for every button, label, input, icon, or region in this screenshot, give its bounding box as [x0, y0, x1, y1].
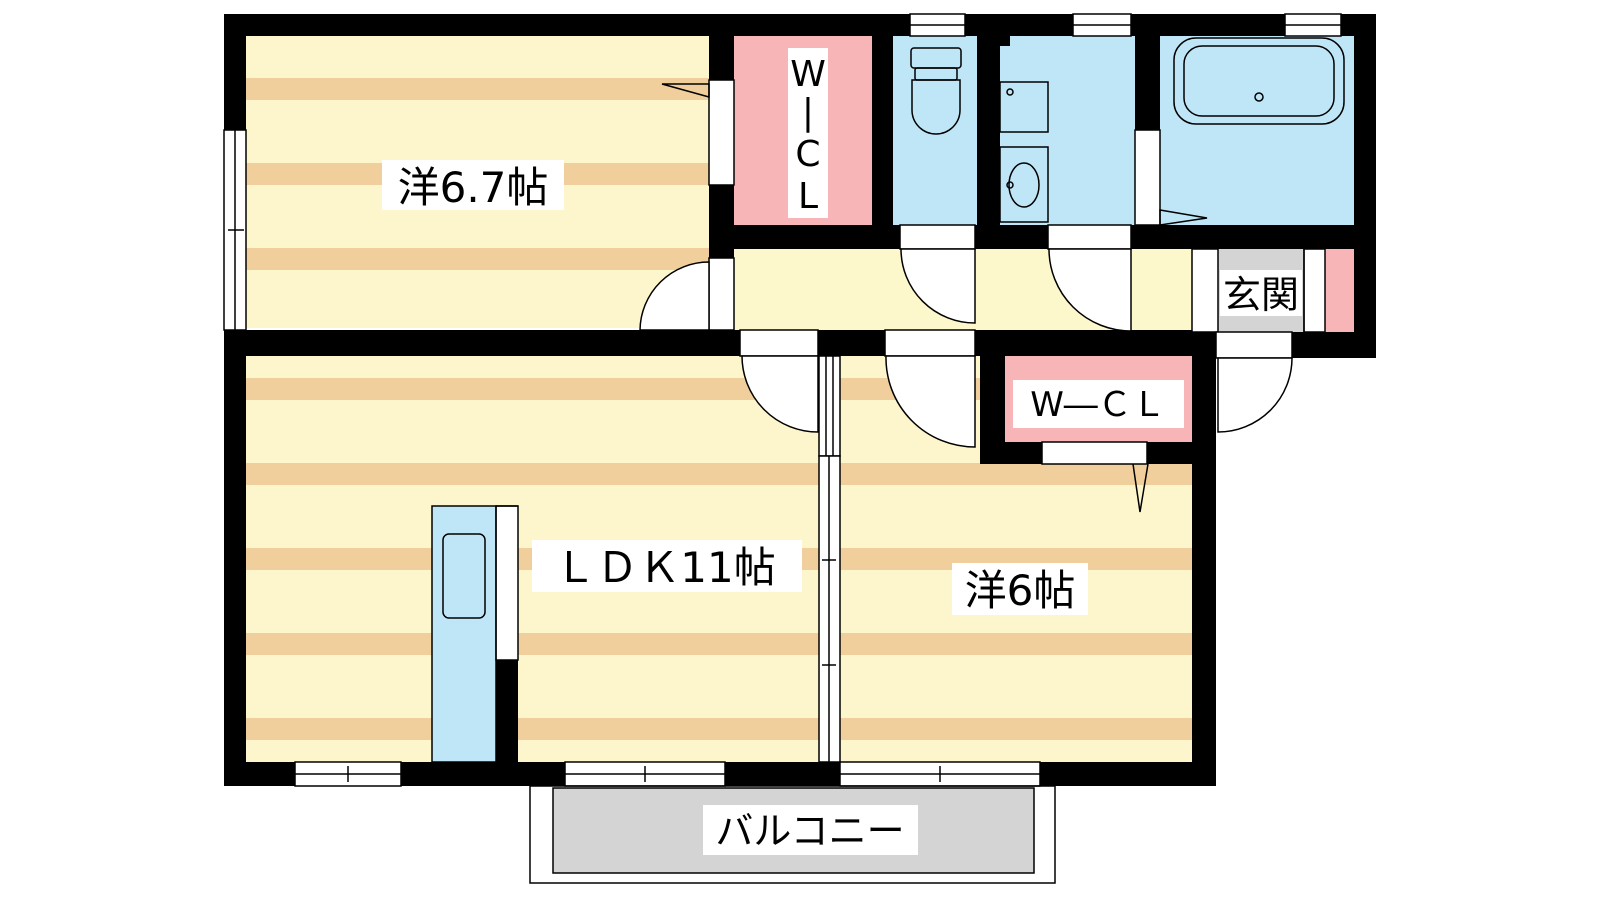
room-label-wcl-a-3: C [795, 134, 820, 175]
bathroom-floor [1160, 36, 1354, 225]
kitchen-counter [432, 506, 496, 762]
room-label-wcl-b: W―ＣＬ [1030, 385, 1166, 425]
room-label-wcl-a-1: W [790, 54, 826, 95]
label-bg [532, 540, 802, 592]
label-bg [1013, 380, 1184, 428]
door-swings [639, 83, 1293, 513]
washroom-floor [1000, 36, 1135, 225]
sink-icon [442, 533, 486, 619]
room-label-wcl-a-2: | [802, 92, 814, 133]
label-bg [703, 805, 918, 855]
toilet-icon [910, 47, 962, 135]
room-label-ldk: ＬＤＫ11帖 [554, 543, 775, 592]
toilet-floor [893, 36, 977, 225]
washbasin-icon [999, 81, 1049, 223]
room-label-balcony: バルコニー [715, 809, 904, 853]
label-bg [382, 160, 564, 210]
room-label-wcl-a-4: L [798, 176, 818, 217]
room-label-western-a: 洋6.7帖 [398, 163, 549, 212]
room-labels: 洋6.7帖 W | C L 玄関 ＬＤＫ11帖 洋6帖 W―ＣＬ バルコニー [382, 48, 1302, 855]
label-bg [788, 48, 828, 218]
fixtures [431, 37, 1345, 884]
shoe-cabinet [1325, 249, 1354, 332]
balcony-outline [529, 785, 1056, 884]
bathtub-icon [1173, 37, 1345, 125]
window-lines [228, 24, 1341, 782]
room-label-western-b: 洋6帖 [965, 566, 1076, 615]
room-label-entrance: 玄関 [1223, 273, 1299, 317]
label-bg [952, 563, 1088, 615]
label-bg [1220, 270, 1302, 316]
